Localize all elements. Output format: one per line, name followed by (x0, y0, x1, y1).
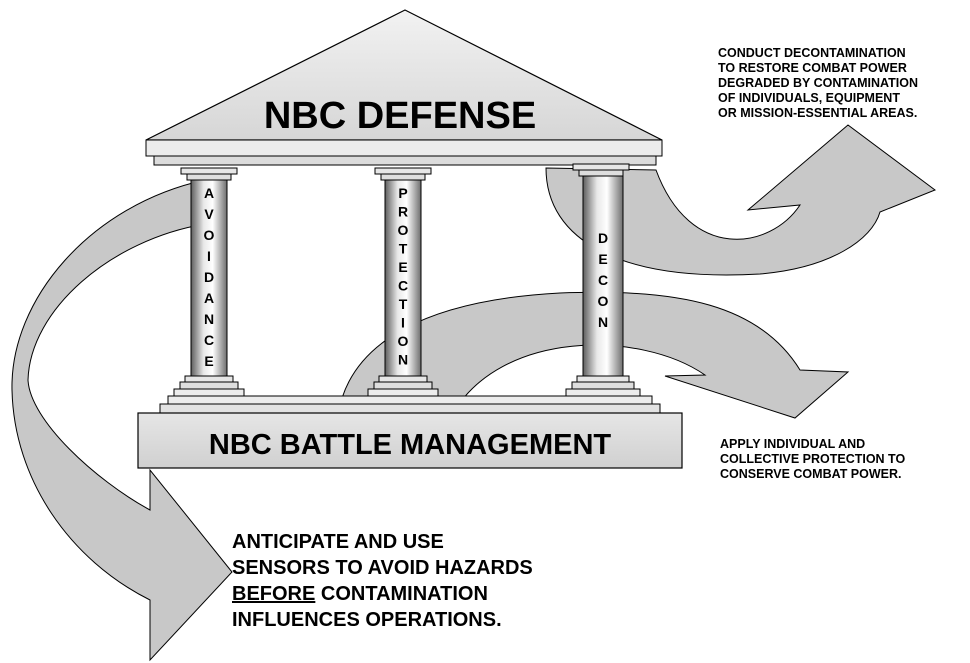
pillar-letter: R (398, 204, 408, 220)
pillar-letter: A (204, 185, 214, 201)
pillar-letter: O (598, 293, 609, 309)
pillar-letter: T (399, 241, 408, 257)
pillar-letter: I (207, 248, 211, 264)
avoidance-note-emphasis: BEFORE (232, 583, 316, 605)
pillar-letter: V (204, 206, 214, 222)
pillar-letter: O (398, 222, 409, 238)
architrave (145, 139, 663, 157)
decon-note-line: OF INDIVIDUALS, EQUIPMENT (718, 91, 900, 105)
column-avoidance (173, 167, 245, 397)
pillar-letter: E (398, 259, 407, 275)
pillar-letter: E (204, 353, 213, 369)
pillar-letter: O (204, 227, 215, 243)
avoidance-note-line: INFLUENCES OPERATIONS. (232, 609, 502, 631)
base-title: NBC BATTLE MANAGEMENT (209, 429, 611, 461)
avoidance-note-text: CONTAMINATION (315, 583, 488, 605)
base-step-middle (159, 403, 661, 414)
pillar-letter: C (398, 278, 408, 294)
pillar-letter: O (398, 333, 409, 349)
pillar-letter: I (401, 315, 405, 331)
protection-note: APPLY INDIVIDUAL AND COLLECTIVE PROTECTI… (720, 437, 905, 482)
base-step-top (167, 395, 653, 405)
decon-note-line: DEGRADED BY CONTAMINATION (718, 76, 918, 90)
column-protection (367, 167, 439, 397)
decon-note: CONDUCT DECONTAMINATION TO RESTORE COMBA… (718, 46, 918, 121)
avoidance-note-line: ANTICIPATE AND USE (232, 531, 444, 553)
pillar-letter: N (398, 352, 408, 368)
pillar-label-protection: PROTECTION (398, 185, 409, 368)
roof-title: NBC DEFENSE (264, 95, 536, 137)
pillar-letter: E (598, 251, 607, 267)
avoidance-arrow (11, 179, 233, 662)
pillar-letter: N (204, 311, 214, 327)
pillar-letter: P (398, 185, 407, 201)
pillar-letter: D (598, 230, 608, 246)
avoidance-note-line: SENSORS TO AVOID HAZARDS (232, 557, 533, 579)
column-decon (565, 163, 641, 397)
avoidance-note: ANTICIPATE AND USE SENSORS TO AVOID HAZA… (232, 529, 533, 633)
decon-note-line: TO RESTORE COMBAT POWER (718, 61, 907, 75)
decon-note-line: CONDUCT DECONTAMINATION (718, 46, 906, 60)
protection-note-line: COLLECTIVE PROTECTION TO (720, 452, 906, 466)
base-plinth (137, 412, 683, 469)
protection-note-line: APPLY INDIVIDUAL AND (720, 437, 866, 451)
avoidance-note-line: BEFORE CONTAMINATION (232, 581, 533, 607)
decon-note-line: OR MISSION-ESSENTIAL AREAS. (718, 106, 918, 120)
pillar-label-decon: DECON (598, 230, 609, 330)
pillar-letter: T (399, 296, 408, 312)
pillar-letter: N (598, 314, 608, 330)
pillar-letter: C (204, 332, 214, 348)
cornice (153, 155, 657, 166)
pillar-letter: C (598, 272, 608, 288)
pillar-letter: D (204, 269, 214, 285)
protection-note-line: CONSERVE COMBAT POWER. (720, 467, 902, 481)
pillar-letter: A (204, 290, 214, 306)
